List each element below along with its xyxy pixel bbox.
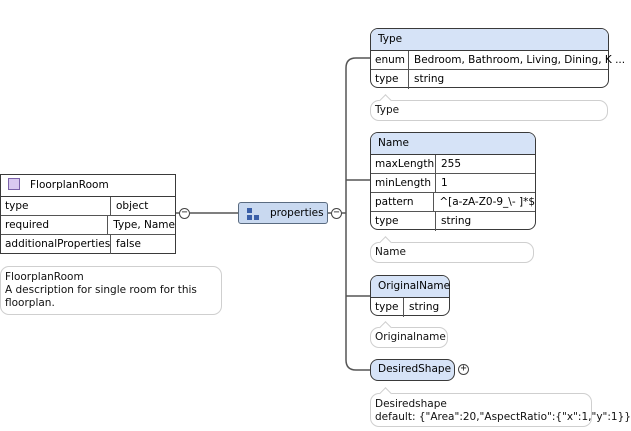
properties-collapse-toggle[interactable]: − <box>331 208 342 219</box>
property-annotation-name: Name <box>370 242 534 263</box>
property-row: type string <box>371 70 608 89</box>
root-row-value: Type, Name <box>113 219 175 231</box>
property-title: OriginalName <box>371 276 450 298</box>
property-row-value: Bedroom, Bathroom, Living, Dining, K ... <box>414 54 626 66</box>
root-row-additional-properties: additionalProperties false <box>1 235 175 254</box>
root-node-title-text: FloorplanRoom <box>30 179 109 191</box>
property-node-type[interactable]: Type enum Bedroom, Bathroom, Living, Din… <box>370 28 626 89</box>
root-row-value: object <box>116 200 149 212</box>
property-row-value: string <box>441 215 472 227</box>
property-row: minLength 1 <box>371 174 535 193</box>
property-node-name[interactable]: Name maxLength 255 minLength 1 pattern ^… <box>370 132 536 231</box>
property-row-key: enum <box>371 51 409 69</box>
property-row-key: maxLength <box>371 155 436 173</box>
property-row: pattern ^[a-zA-Z0-9_\- ]*$ <box>371 193 535 212</box>
property-annotation-desiredshape: Desiredshape default: {"Area":20,"Aspect… <box>370 393 631 427</box>
property-row-key: type <box>371 298 404 317</box>
property-node-originalname[interactable]: OriginalName type string <box>370 275 450 317</box>
sequence-icon <box>247 208 261 220</box>
root-annotation: FloorplanRoom A description for single r… <box>0 266 222 315</box>
property-row: type string <box>371 212 535 231</box>
property-row-value: string <box>409 301 440 313</box>
property-annotation-title: Desiredshape <box>375 398 447 410</box>
property-row-key: type <box>371 212 436 231</box>
property-row-value: 255 <box>441 158 462 170</box>
object-icon <box>8 178 20 190</box>
root-node[interactable]: FloorplanRoom type object required Type,… <box>0 174 176 254</box>
property-row-key: pattern <box>371 193 435 211</box>
property-title: DesiredShape <box>378 363 452 375</box>
root-node-title: FloorplanRoom <box>1 175 175 197</box>
properties-compositor[interactable]: properties <box>238 202 328 224</box>
property-row: maxLength 255 <box>371 155 535 174</box>
property-title: Type <box>371 29 608 51</box>
property-annotation-text: Name <box>375 246 406 258</box>
property-row: enum Bedroom, Bathroom, Living, Dining, … <box>371 51 626 70</box>
property-row: type string <box>371 298 449 317</box>
property-row-value: 1 <box>441 177 448 189</box>
root-row-key: additionalProperties <box>1 235 111 254</box>
property-row-value: string <box>414 73 445 85</box>
root-row-key: required <box>1 216 109 234</box>
property-node-desiredshape[interactable]: DesiredShape <box>370 359 455 381</box>
property-title: Name <box>371 133 535 155</box>
property-annotation-type: Type <box>370 100 608 121</box>
property-annotation-text: Originalname <box>375 331 446 343</box>
root-collapse-toggle[interactable]: − <box>179 208 190 219</box>
property-row-key: minLength <box>371 174 436 192</box>
property-annotation-text: Type <box>375 104 400 116</box>
root-row-required: required Type, Name <box>1 216 175 235</box>
property-annotation-originalname: Originalname <box>370 327 448 348</box>
root-row-key: type <box>1 197 111 215</box>
root-row-value: false <box>116 238 141 250</box>
property-row-value: ^[a-zA-Z0-9_\- ]*$ <box>439 196 535 208</box>
root-row-type: type object <box>1 197 175 216</box>
root-annotation-title: FloorplanRoom <box>5 271 84 283</box>
connector-lines <box>176 57 370 371</box>
property-annotation-default: default: {"Area":20,"AspectRatio":{"x":1… <box>375 411 631 423</box>
property-row-key: type <box>371 70 409 89</box>
desiredshape-expand-toggle[interactable]: + <box>458 364 469 375</box>
properties-label: properties <box>270 207 324 219</box>
root-annotation-description: A description for single room for this f… <box>5 284 197 309</box>
